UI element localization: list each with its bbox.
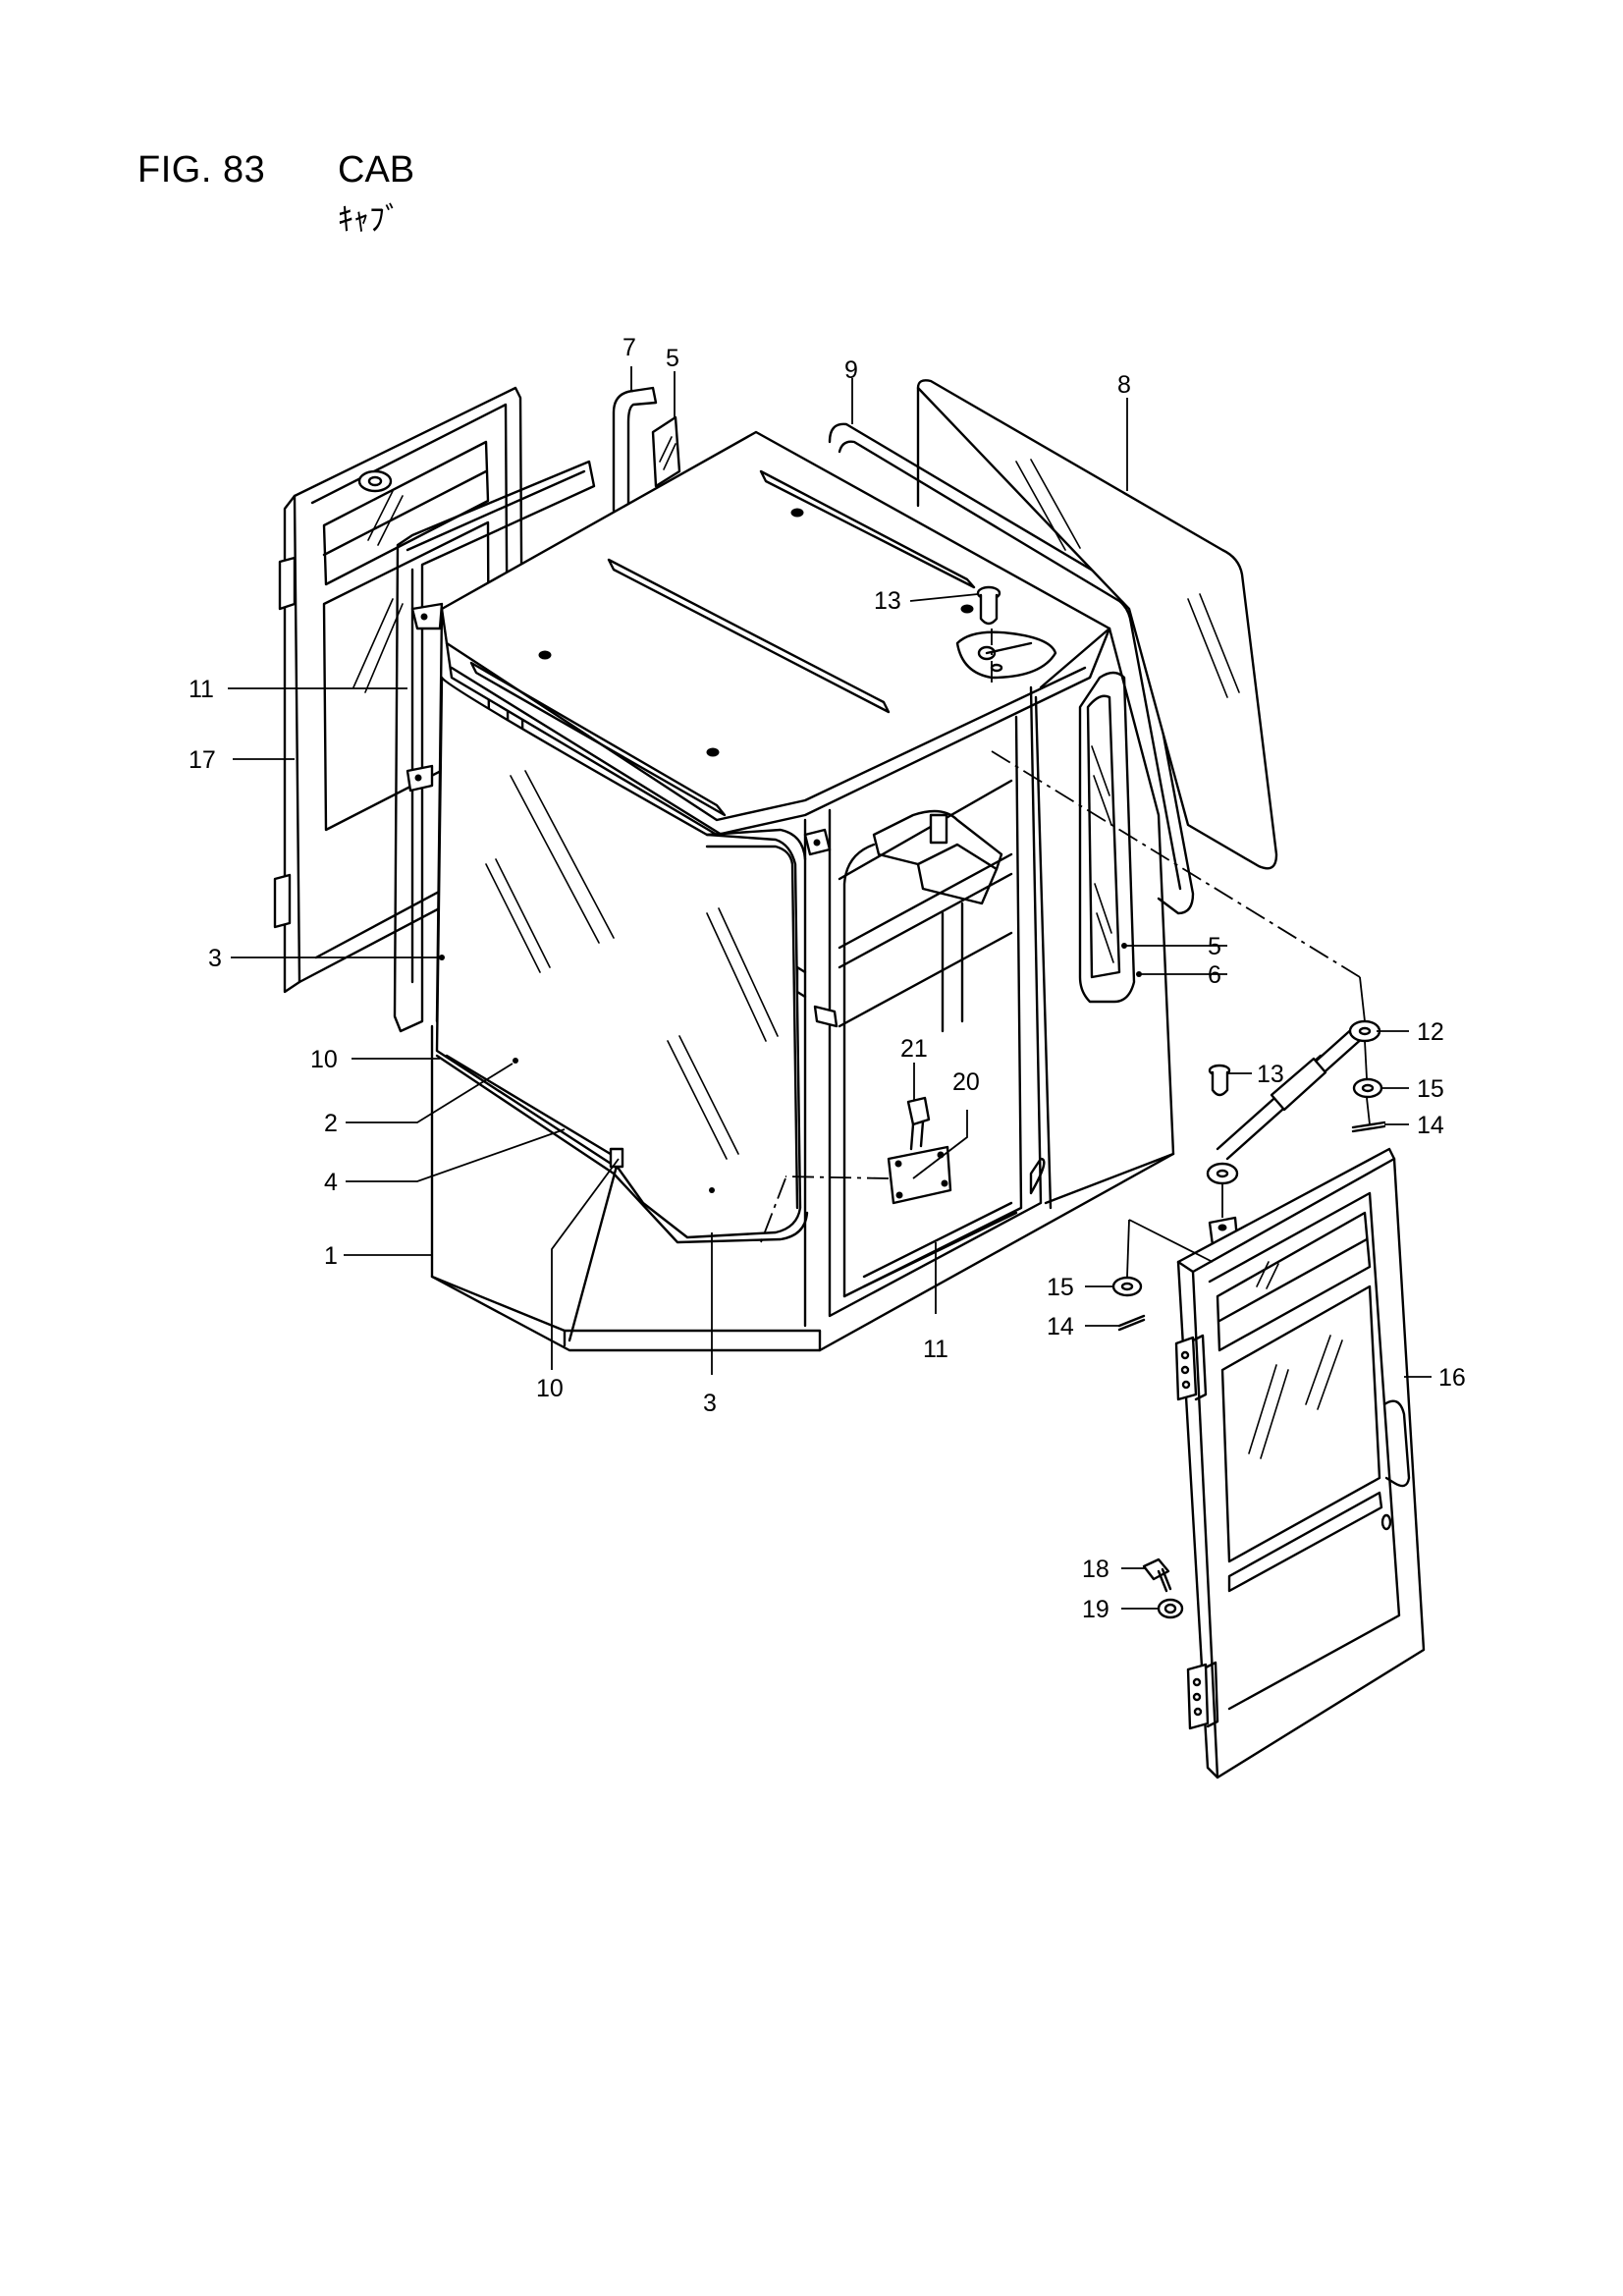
callout-labels: 7 5 9 8 13 11 17 3 10 2 4 1 10 3 21 20 1… bbox=[189, 334, 1466, 1623]
callout-13-top: 13 bbox=[874, 587, 901, 615]
right-side-window bbox=[1078, 671, 1136, 1004]
callout-11-bottom: 11 bbox=[923, 1336, 948, 1363]
rear-quarter-window bbox=[612, 386, 681, 513]
pin-13-upper bbox=[976, 585, 1001, 626]
callout-4: 4 bbox=[324, 1169, 338, 1196]
cab-body bbox=[406, 430, 1175, 1352]
callout-7: 7 bbox=[622, 334, 636, 361]
callout-14-left: 14 bbox=[1047, 1313, 1074, 1340]
callout-10-left: 10 bbox=[310, 1046, 338, 1073]
leader-lines bbox=[228, 366, 1432, 1610]
callout-19: 19 bbox=[1082, 1596, 1109, 1623]
callout-5-top: 5 bbox=[666, 345, 679, 372]
pin-13-lower bbox=[1208, 1064, 1231, 1097]
washer-15-upper bbox=[1352, 1077, 1383, 1099]
callout-13-bottom: 13 bbox=[1257, 1061, 1284, 1088]
callout-15-right: 15 bbox=[1417, 1075, 1444, 1103]
callout-21: 21 bbox=[900, 1035, 928, 1063]
figure-subtitle: ｷｬﾌﾞ bbox=[338, 200, 402, 238]
callout-20: 20 bbox=[952, 1068, 980, 1096]
callout-12: 12 bbox=[1417, 1018, 1444, 1046]
figure-title: CAB bbox=[338, 149, 415, 191]
bolt-18 bbox=[1142, 1558, 1172, 1593]
figure-number: FIG. 83 bbox=[137, 149, 266, 191]
callout-16: 16 bbox=[1438, 1364, 1466, 1392]
bolt-21 bbox=[906, 1096, 931, 1151]
cotter-pin-14-lower bbox=[1117, 1314, 1146, 1332]
callout-15-left: 15 bbox=[1047, 1274, 1074, 1301]
callout-3-left: 3 bbox=[208, 945, 222, 972]
cotter-pin-14-upper bbox=[1351, 1121, 1386, 1133]
rear-window-assembly bbox=[828, 379, 1278, 915]
plate-20 bbox=[887, 1145, 952, 1205]
callout-1: 1 bbox=[324, 1242, 338, 1270]
callout-8: 8 bbox=[1117, 371, 1131, 399]
washer-19 bbox=[1157, 1598, 1184, 1619]
callout-10-bottom: 10 bbox=[536, 1375, 564, 1402]
gas-strut bbox=[1206, 1019, 1381, 1185]
callout-3-bottom: 3 bbox=[703, 1390, 717, 1417]
washer-15-lower bbox=[1111, 1276, 1143, 1297]
callout-17: 17 bbox=[189, 746, 216, 774]
callout-14-right: 14 bbox=[1417, 1112, 1444, 1139]
callout-2: 2 bbox=[324, 1110, 338, 1137]
callout-11-left: 11 bbox=[189, 676, 214, 703]
right-door bbox=[1174, 1147, 1426, 1779]
callout-5-right: 5 bbox=[1208, 933, 1221, 960]
callout-6: 6 bbox=[1208, 961, 1221, 989]
door-lock-ring bbox=[357, 469, 393, 493]
callout-9: 9 bbox=[844, 356, 858, 384]
callout-18: 18 bbox=[1082, 1556, 1109, 1583]
